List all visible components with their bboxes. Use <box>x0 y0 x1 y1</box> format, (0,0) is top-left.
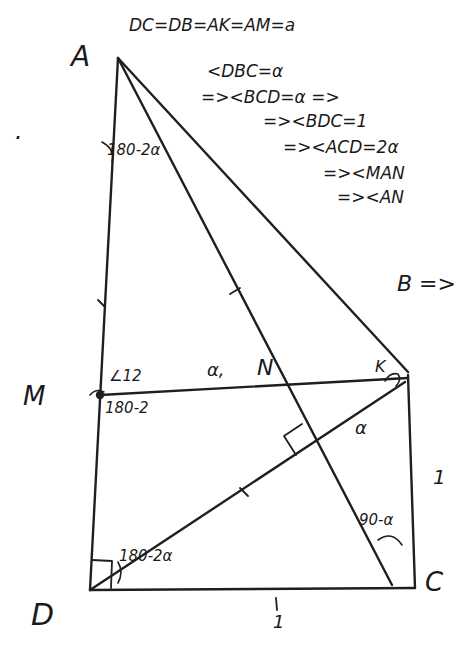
angle-label: α, <box>206 360 226 380</box>
given-equality: DC=DB=AK=AM=a <box>128 16 296 35</box>
angle-label: ∠12 <box>108 368 143 385</box>
dot-mark: . <box>14 118 24 144</box>
side-cb <box>408 375 415 588</box>
angle-arc-c <box>378 536 402 545</box>
angle-label: 180-2 <box>104 400 150 417</box>
tick-mark <box>276 598 277 610</box>
right-angle-n <box>284 424 302 455</box>
tick-mark <box>98 300 104 306</box>
length-label: 1 <box>432 466 447 488</box>
angle-note: =><ACD=2α <box>282 138 400 157</box>
vertex-label: M <box>22 382 46 411</box>
vertex-label: C <box>424 568 444 597</box>
right-angle-d <box>92 560 112 588</box>
line-dk <box>90 382 405 590</box>
angle-label: 180-2α <box>106 142 161 159</box>
vertex-label: B => <box>396 272 457 296</box>
angle-arc-d <box>118 562 121 583</box>
line-mb <box>100 378 408 395</box>
angle-note: =><BDC=1 <box>262 112 368 131</box>
angle-note: <DBC=α <box>206 62 284 81</box>
tick-mark <box>240 488 248 496</box>
angle-note: =><AN <box>336 188 405 207</box>
point-m <box>97 392 103 398</box>
vertex-label: D <box>30 598 55 631</box>
angle-label: α <box>354 418 368 438</box>
angle-arc-b <box>385 374 400 386</box>
line-ab <box>118 58 408 372</box>
length-label: 1 <box>272 612 285 632</box>
tick-mark <box>230 288 240 294</box>
vertex-label: A <box>70 42 91 73</box>
angle-label: 90-α <box>358 512 394 529</box>
vertex-label: N <box>256 356 274 380</box>
vertex-label: K <box>374 358 387 376</box>
side-dc <box>90 588 415 590</box>
angle-label: 180-2α <box>118 548 173 565</box>
angle-note: =><MAN <box>322 164 406 183</box>
side-ad <box>90 58 118 590</box>
angle-note: =><BCD=α => <box>200 88 341 107</box>
